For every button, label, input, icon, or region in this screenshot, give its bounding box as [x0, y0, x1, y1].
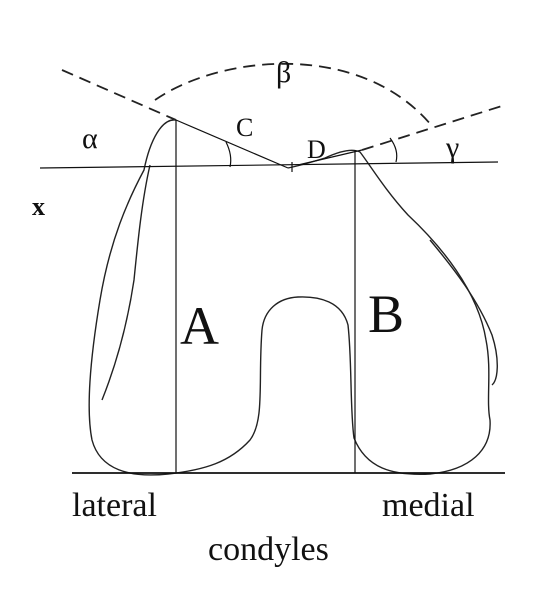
label-x-axis: x — [32, 192, 45, 221]
label-height-b: B — [368, 284, 404, 344]
label-condyles: condyles — [208, 531, 329, 568]
lateral-dashed-extension — [61, 69, 177, 121]
reference-line — [39, 161, 499, 169]
label-lateral: lateral — [72, 487, 157, 524]
label-medial: medial — [382, 487, 475, 524]
label-alpha: α — [82, 122, 98, 155]
label-gamma: γ — [445, 131, 459, 164]
label-beta: β — [276, 56, 291, 89]
medial-inner-contour — [429, 239, 498, 386]
beta-arc — [154, 62, 433, 127]
angle-gamma-arc — [389, 137, 398, 163]
medial-tangent-line — [297, 149, 363, 166]
angle-c-arc — [225, 141, 232, 168]
label-d: D — [307, 135, 326, 164]
medial-dashed-extension — [361, 104, 506, 151]
lateral-tangent-line — [175, 119, 289, 169]
label-c: C — [236, 113, 253, 142]
label-height-a: A — [180, 296, 219, 356]
lateral-inner-contour — [101, 164, 151, 401]
condyle-outline — [88, 119, 491, 476]
